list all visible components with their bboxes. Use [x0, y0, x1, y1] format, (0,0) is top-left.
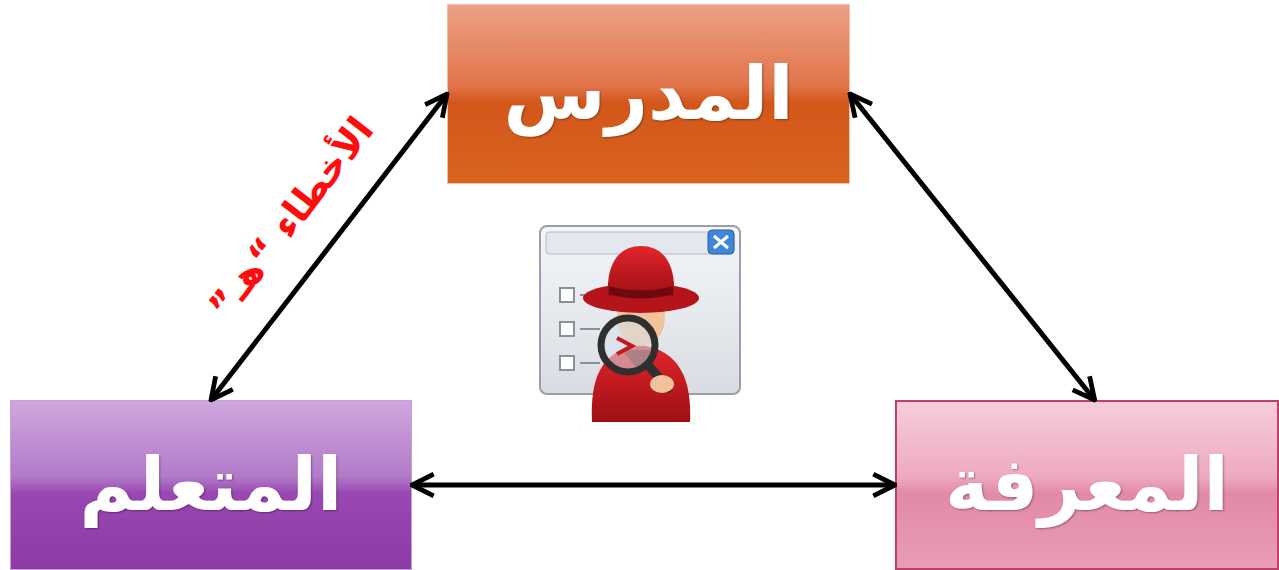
close-cross: [714, 236, 728, 248]
concept-box: المتعلم: [10, 400, 412, 570]
window-frame: [540, 226, 740, 394]
double-arrow: [412, 483, 895, 488]
concept-box: المدرس: [447, 4, 850, 184]
spy-hand: [650, 375, 674, 393]
checkbox: [560, 322, 574, 336]
checkbox: [560, 288, 574, 302]
node-label: المتعلم: [80, 444, 343, 525]
node-label: المدرس: [503, 53, 793, 134]
edge-label: الأخطاء “هـ”: [200, 108, 383, 326]
hat-band: [609, 286, 673, 299]
close-button: [708, 230, 734, 254]
double-arrow: [850, 94, 1095, 400]
checkbox: [560, 356, 574, 370]
concept-box: المعرفة: [895, 400, 1279, 570]
lens-reflection: [617, 338, 632, 354]
node-label: المعرفة: [945, 444, 1229, 525]
